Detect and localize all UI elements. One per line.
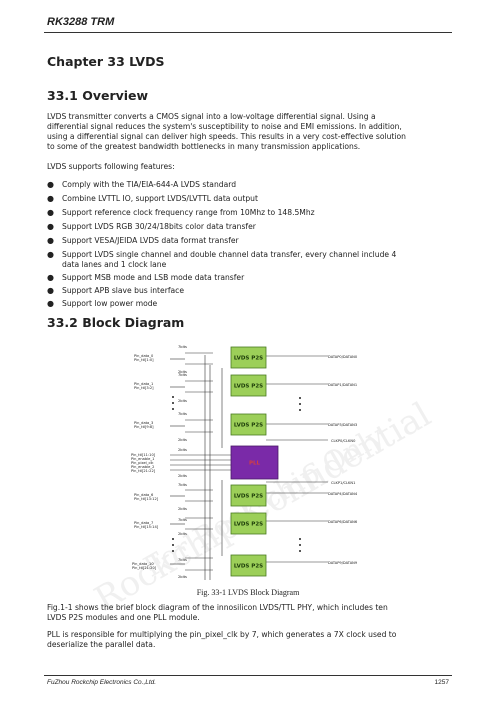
output-label: DATAP1/DATAN1 bbox=[328, 383, 357, 387]
input-label: Pin_enable_2 bbox=[131, 465, 154, 469]
section-heading-overview: 33.1 Overview bbox=[47, 88, 149, 103]
bits-label: 7bits bbox=[178, 483, 187, 487]
input-label: Pin_data_7 bbox=[134, 521, 153, 525]
p2s-block-label: LVDS P2S bbox=[234, 356, 263, 362]
p2s-block-label: LVDS P2S bbox=[234, 384, 263, 390]
input-label: Pin_data_6 bbox=[134, 493, 154, 497]
section-heading-block-diagram: 33.2 Block Diagram bbox=[47, 315, 185, 330]
header-title: RK3288 TRM bbox=[47, 16, 115, 28]
output-label: DATAP6/DATAN6 bbox=[328, 520, 358, 524]
p2s-block-label: LVDS P2S bbox=[234, 423, 263, 429]
input-label: Pin_ttl[3:2] bbox=[134, 386, 154, 390]
input-label: Pin_data_3 bbox=[134, 421, 153, 425]
input-label: Pin_enable_1 bbox=[131, 457, 154, 461]
bits-label: 7bits bbox=[178, 518, 187, 522]
input-label: Pin_ttl[21:22] bbox=[131, 469, 156, 473]
p2s-block-label: LVDS P2S bbox=[234, 564, 263, 570]
bits-label: 2bits bbox=[178, 438, 187, 442]
bits-label: 2bits bbox=[178, 448, 187, 452]
overview-line-3: using a differential signal can deliver … bbox=[47, 132, 406, 141]
footer-page-number: 1257 bbox=[434, 679, 449, 686]
output-label: CLKP1/CLKN1 bbox=[331, 481, 355, 485]
output-label: DATAP4/DATAN4 bbox=[328, 492, 358, 496]
input-label: Pin_data_1 bbox=[134, 382, 153, 386]
features-intro: LVDS supports following features: bbox=[47, 162, 175, 171]
description-line-2: LVDS P2S modules and one PLL module. bbox=[47, 613, 200, 622]
bits-label: 2bits bbox=[178, 575, 187, 579]
input-label: Pin_ttl[11:10] bbox=[131, 453, 156, 457]
bullet-icon: ● bbox=[47, 194, 54, 203]
output-label: CLKP0/CLKN0 bbox=[331, 439, 356, 443]
bullet-icon: ● bbox=[47, 299, 54, 308]
input-label: Pin_pixel_clk bbox=[131, 461, 154, 465]
footer-company: FuZhou Rockchip Electronics Co.,Ltd. bbox=[47, 679, 157, 686]
output-label: DATAP3/DATAN3 bbox=[328, 423, 357, 427]
output-label: DATAP0/DATAN0 bbox=[328, 355, 358, 359]
output-label: DATAP9/DATAN9 bbox=[328, 561, 358, 565]
input-label: Pin_data_0 bbox=[134, 354, 154, 358]
bits-label: 7bits bbox=[178, 558, 187, 562]
description-paragraph-2: PLL is responsible for multiplying the p… bbox=[47, 630, 452, 650]
overview-line-2: differential signal reduces the system's… bbox=[47, 122, 402, 131]
bullet-icon: ● bbox=[47, 180, 54, 189]
figure-caption: Fig. 33-1 LVDS Block Diagram bbox=[196, 588, 300, 597]
bullet-icon: ● bbox=[47, 273, 54, 282]
pll-block-label: PLL bbox=[249, 461, 261, 467]
bits-label: 2bits bbox=[178, 474, 187, 478]
p2s-block-label: LVDS P2S bbox=[234, 522, 263, 528]
description-paragraph-1: Fig.1-1 shows the brief block diagram of… bbox=[47, 603, 452, 623]
overview-line-4: to some of the greatest bandwidth bottle… bbox=[47, 142, 361, 151]
input-label: Pin_data_10 bbox=[132, 562, 154, 566]
bullet-icon: ● bbox=[47, 222, 54, 231]
bullet-icon: ● bbox=[47, 250, 54, 259]
overview-paragraph: LVDS transmitter converts a CMOS signal … bbox=[47, 112, 452, 152]
description-line-1: Fig.1-1 shows the brief block diagram of… bbox=[47, 603, 388, 612]
bits-label: 2bits bbox=[178, 532, 187, 536]
bits-label: 2bits bbox=[178, 507, 187, 511]
description-line-4: deserialize the parallel data. bbox=[47, 640, 156, 649]
bullet-icon: ● bbox=[47, 208, 54, 217]
bullet-icon: ● bbox=[47, 236, 54, 245]
bits-label: 7bits bbox=[178, 412, 187, 416]
description-line-3: PLL is responsible for multiplying the p… bbox=[47, 630, 397, 639]
input-label: Pin_ttl[9:8] bbox=[134, 425, 154, 429]
input-label: Pin_ttl[1:0] bbox=[134, 358, 154, 362]
bits-label: 7bits bbox=[178, 345, 187, 349]
p2s-block-label: LVDS P2S bbox=[234, 494, 263, 500]
bits-label: 2bits bbox=[178, 399, 187, 403]
bits-label: 2bits bbox=[178, 370, 187, 374]
bits-label: 7bits bbox=[178, 373, 187, 377]
bullet-icon: ● bbox=[47, 286, 54, 295]
input-label: Pin_ttl[13:12] bbox=[134, 497, 159, 501]
chapter-title: Chapter 33 LVDS bbox=[47, 54, 165, 69]
input-label: Pin_ttl[15:14] bbox=[134, 525, 159, 529]
footer-rule bbox=[44, 675, 452, 676]
overview-line-1: LVDS transmitter converts a CMOS signal … bbox=[47, 112, 376, 121]
input-label: Pin_ttl[21:20] bbox=[132, 566, 157, 570]
header-rule bbox=[44, 32, 452, 33]
